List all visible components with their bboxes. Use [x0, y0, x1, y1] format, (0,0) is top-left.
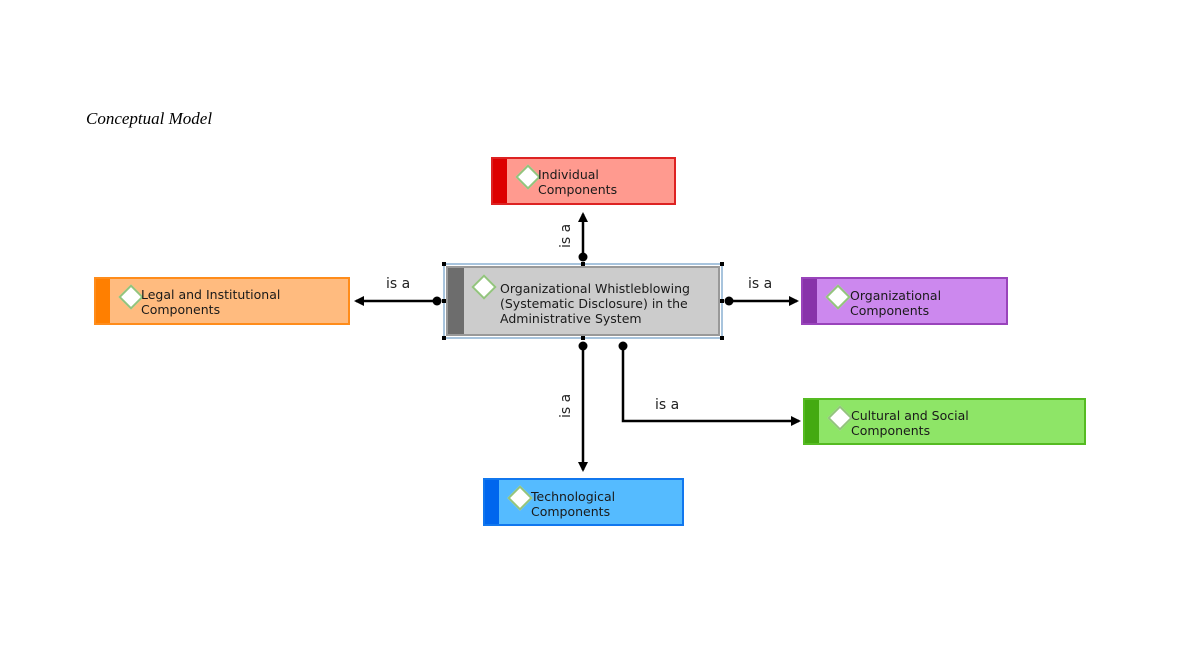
- class-diamond-icon: [507, 485, 533, 511]
- node-center-line-1: Organizational Whistleblowing: [500, 281, 690, 296]
- node-organizational-components[interactable]: Organizational Components: [801, 277, 1008, 325]
- node-technological-label: Technological Components: [531, 489, 615, 519]
- class-diamond-icon: [825, 284, 851, 310]
- node-legal-line-2: Components: [141, 302, 221, 317]
- node-legal-institutional-components[interactable]: Legal and Institutional Components: [94, 277, 350, 325]
- node-cultural-label: Cultural and Social Components: [851, 408, 969, 438]
- node-accent-bar: [448, 268, 464, 334]
- node-individual-line-2: Components: [538, 182, 618, 197]
- edge-label-technological: is a: [558, 394, 574, 418]
- node-cultural-line-2: Components: [851, 423, 931, 438]
- node-cultural-social-components[interactable]: Cultural and Social Components: [803, 398, 1086, 445]
- edge-label-organizational: is a: [748, 276, 772, 292]
- edge-to-cultural[interactable]: is a: [618, 341, 801, 426]
- class-diamond-icon: [471, 274, 497, 300]
- node-individual-label: Individual Components: [538, 167, 617, 197]
- class-diamond-icon: [827, 405, 853, 431]
- node-accent-bar: [493, 159, 507, 203]
- node-center-line-3: Administrative System: [500, 311, 642, 326]
- edge-label-legal: is a: [386, 276, 410, 292]
- node-technological-line-2: Components: [531, 504, 611, 519]
- node-technological-components[interactable]: Technological Components: [483, 478, 684, 526]
- edge-to-legal[interactable]: is a: [354, 276, 442, 306]
- edge-to-technological[interactable]: is a: [558, 341, 588, 472]
- edge-to-organizational[interactable]: is a: [724, 276, 799, 306]
- node-organizational-line-2: Components: [850, 303, 930, 318]
- node-legal-label: Legal and Institutional Components: [141, 287, 280, 317]
- node-accent-bar: [805, 400, 819, 443]
- node-center-line-2: (Systematic Disclosure) in the: [500, 296, 688, 311]
- node-organizational-label: Organizational Components: [850, 288, 941, 318]
- class-diamond-icon: [118, 284, 144, 310]
- node-technological-line-1: Technological: [531, 489, 616, 504]
- node-accent-bar: [803, 279, 817, 323]
- center-selection-frame: [442, 262, 724, 340]
- class-diamond-icon: [515, 164, 541, 190]
- edge-label-individual: is a: [558, 224, 574, 248]
- node-organizational-line-1: Organizational: [850, 288, 942, 303]
- node-accent-bar: [96, 279, 110, 323]
- node-cultural-line-1: Cultural and Social: [851, 408, 969, 423]
- node-accent-bar: [485, 480, 499, 524]
- diagram-caption: Conceptual Model: [86, 109, 213, 128]
- node-legal-line-1: Legal and Institutional: [141, 287, 281, 302]
- node-center-whistleblowing[interactable]: Organizational Whistleblowing (Systemati…: [446, 266, 720, 336]
- node-individual-components[interactable]: Individual Components: [491, 157, 676, 205]
- edge-to-individual[interactable]: is a: [558, 212, 588, 262]
- node-individual-line-1: Individual: [538, 167, 599, 182]
- node-center-label: Organizational Whistleblowing (Systemati…: [500, 281, 690, 326]
- edge-label-cultural: is a: [655, 397, 679, 413]
